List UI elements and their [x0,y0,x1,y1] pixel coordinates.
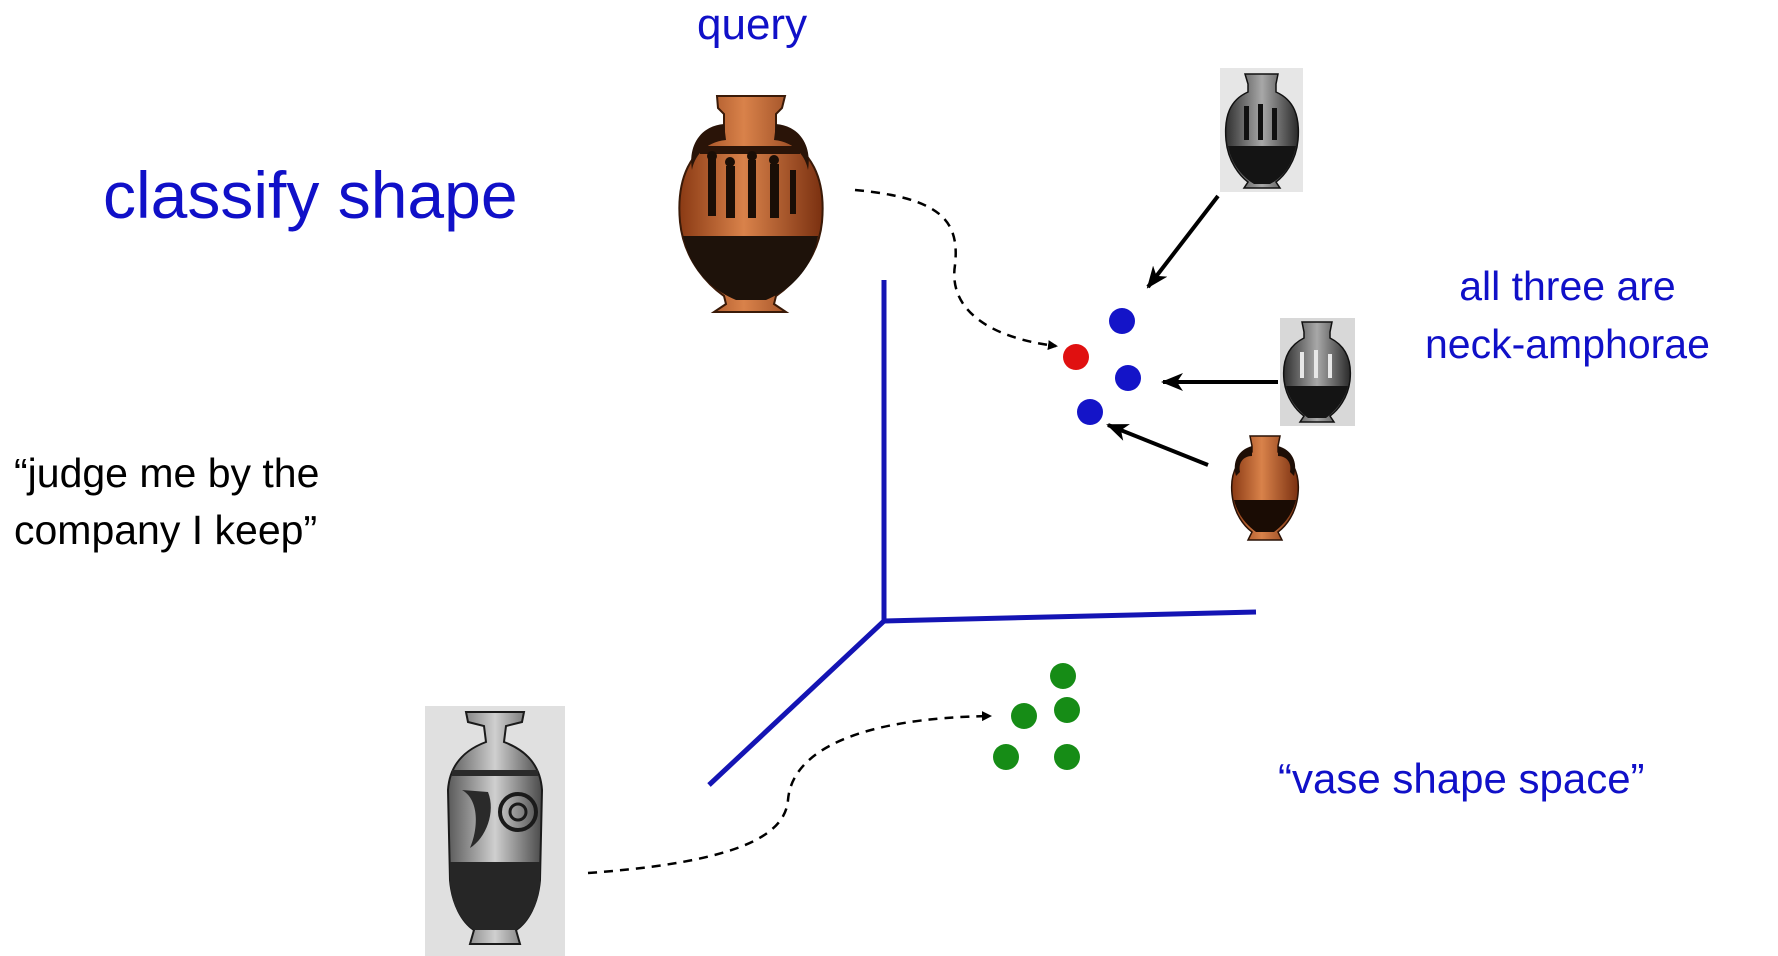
lekythos-image [425,706,565,956]
query-dashed-arrow [854,188,1058,350]
query-point [1063,344,1089,370]
quote-text: “judge me by the company I keep” [14,445,319,559]
neighbor-arrow-bottom [1106,423,1209,467]
other-point [1011,703,1037,729]
neighbor-amphora-bw-top [1220,68,1303,192]
other-point [1050,663,1076,689]
query-label: query [697,0,808,49]
axes [707,280,1257,787]
neighbor-point [1077,399,1103,425]
other-point [1054,744,1080,770]
query-point-cluster [1063,308,1141,425]
neighbors-label: all three are neck-amphorae [1425,257,1710,373]
neighbor-arrow-top [1146,194,1220,289]
other-point [1054,697,1080,723]
neighbor-amphora-bw-middle [1280,318,1355,426]
neighbor-amphora-color-bottom [1226,432,1302,544]
other-point [993,744,1019,770]
space-label: “vase shape space” [1278,755,1645,802]
slide-title: classify shape [103,158,518,232]
query-amphora-image [670,90,832,318]
neighbor-point [1109,308,1135,334]
other-shape-cluster [993,663,1080,770]
quote-line-2: company I keep” [14,507,318,553]
neighbors-label-line-1: all three are [1459,263,1676,309]
lekythos-dashed-arrow [587,711,992,875]
x-axis [883,609,1257,624]
neighbor-point [1115,365,1141,391]
z-axis [707,619,886,787]
quote-line-1: “judge me by the [14,450,320,496]
neighbors-label-line-2: neck-amphorae [1425,321,1710,367]
